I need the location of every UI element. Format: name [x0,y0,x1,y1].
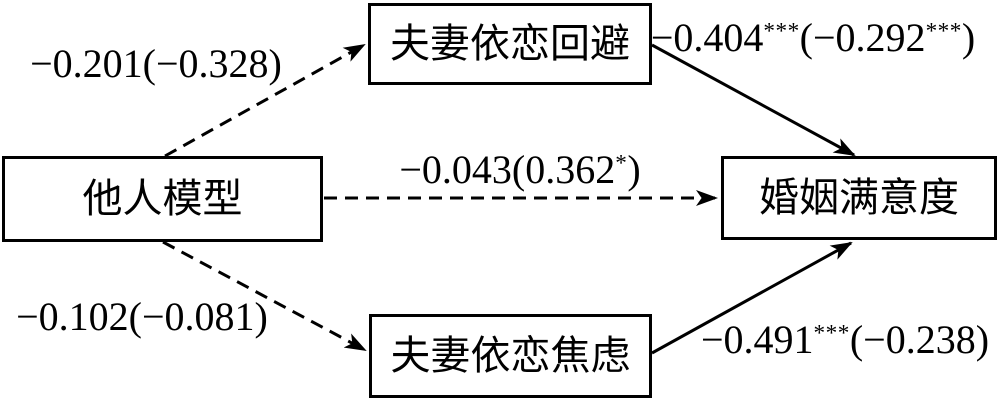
arrow-predictor-to-mediator-bottom [162,240,367,352]
coefficient-predictor-to-mediator-top: −0.201(−0.328) [30,44,282,84]
significance-stars: *** [763,18,800,45]
node-mediator-bottom-label: 夫妻依恋焦虑 [390,333,631,378]
node-outcome: 婚姻满意度 [721,156,997,240]
significance-stars: *** [925,18,962,45]
coefficient-text: −0.102(−0.081) [16,294,268,339]
coefficient-mediator-top-to-outcome: −0.404***(−0.292***) [651,18,975,58]
node-mediator-bottom: 夫妻依恋焦虑 [369,314,652,398]
coefficient-text: −0.043(0.362 [399,147,616,192]
node-predictor: 他人模型 [2,156,323,242]
significance-stars: *** [813,320,850,347]
arrow-predictor-to-mediator-top [164,43,366,158]
significance-stars: * [615,150,628,177]
coefficient-predictor-to-mediator-bottom: −0.102(−0.081) [16,297,268,337]
coefficient-text: −0.404 [650,15,764,60]
coefficient-predictor-to-outcome: −0.043(0.362*) [399,150,640,190]
coefficient-text: (−0.292 [799,15,926,60]
node-outcome-label: 婚姻满意度 [759,175,959,220]
coefficient-text: ) [961,15,976,60]
coefficient-text: −0.201(−0.328) [30,41,282,86]
coefficient-text: (−0.238) [849,317,990,362]
node-mediator-top-label: 夫妻依恋回避 [390,21,630,66]
arrow-mediator-top-to-outcome [651,43,856,157]
coefficient-text: ) [627,147,641,192]
arrow-mediator-bottom-to-outcome [651,241,853,355]
coefficient-mediator-bottom-to-outcome: −0.491***(−0.238) [701,320,989,360]
coefficient-text: −0.491 [700,317,814,362]
node-predictor-label: 他人模型 [82,176,243,221]
node-mediator-top: 夫妻依恋回避 [368,3,652,85]
